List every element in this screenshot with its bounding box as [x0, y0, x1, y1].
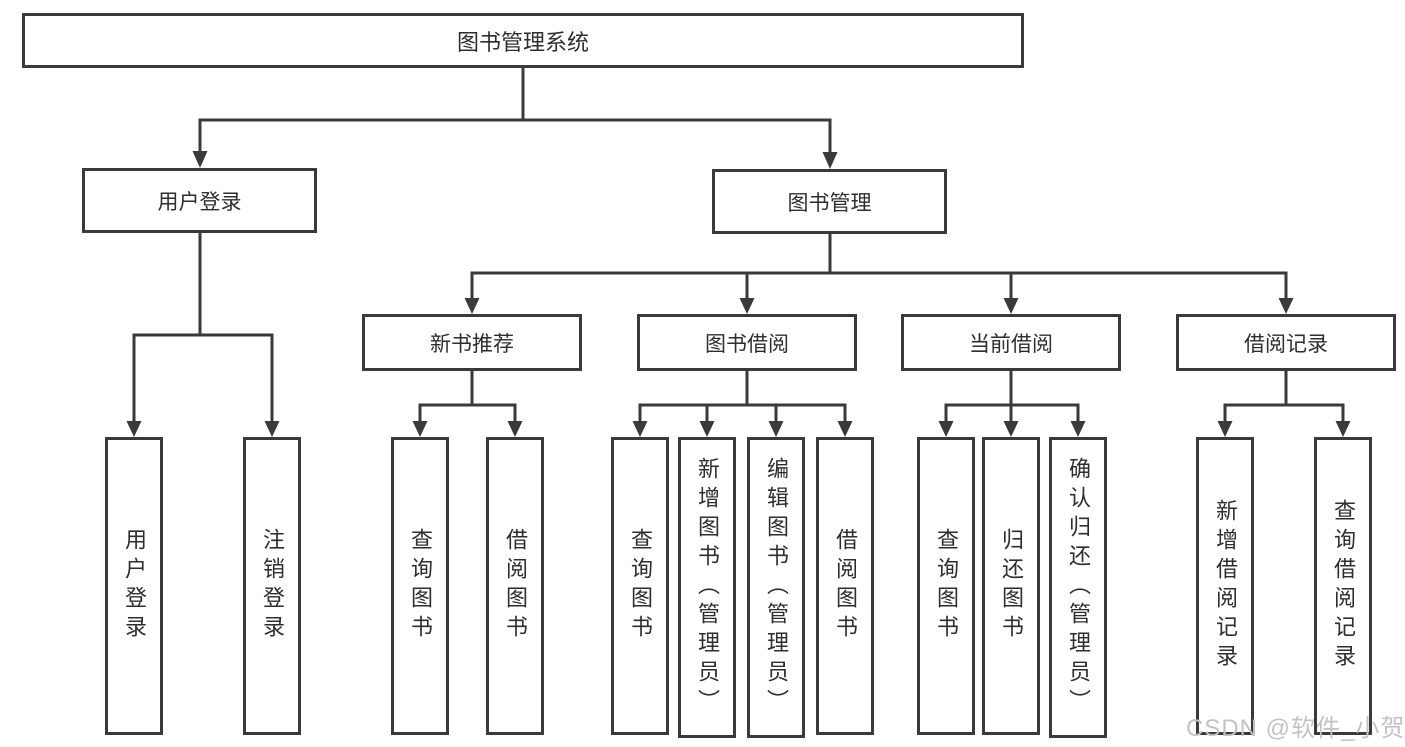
leaf-add-books-admin: 新增图书（管理员）	[678, 437, 736, 738]
node-label: 图书管理	[787, 191, 872, 215]
node-label: 图书借阅	[705, 332, 789, 356]
node-label: 编辑图书（管理员）	[764, 457, 789, 718]
node-label: 归还图书	[999, 528, 1024, 644]
leaf-borrow-books: 借阅图书	[816, 437, 874, 735]
leaf-return-books: 归还图书	[982, 437, 1040, 735]
leaf-borrow-query-books: 查询图书	[611, 437, 669, 735]
node-label: 图书管理系统	[456, 29, 589, 55]
node-new-book-recommend: 新书推荐	[362, 314, 582, 371]
node-label: 注销登录	[260, 528, 285, 644]
node-label: 查询图书	[408, 528, 433, 644]
node-label: 查询图书	[934, 528, 959, 644]
node-label: 当前借阅	[969, 332, 1053, 356]
node-label: 新增借阅记录	[1213, 499, 1238, 673]
node-book-borrowing: 图书借阅	[637, 314, 857, 371]
node-book-management: 图书管理	[712, 169, 947, 234]
leaf-edit-books-admin: 编辑图书（管理员）	[747, 437, 805, 738]
node-label: 查询借阅记录	[1331, 499, 1356, 673]
leaf-newbook-query-books: 查询图书	[391, 437, 449, 735]
node-label: 查询图书	[628, 528, 653, 644]
csdn-watermark: CSDN @软件_小贺同学	[1186, 715, 1405, 742]
node-borrowing-records: 借阅记录	[1176, 314, 1396, 371]
leaf-add-borrow-record: 新增借阅记录	[1196, 437, 1254, 735]
node-label: 新书推荐	[430, 332, 514, 356]
leaf-logout: 注销登录	[243, 437, 301, 735]
node-label: 借阅图书	[503, 528, 528, 644]
node-label: 新增图书（管理员）	[695, 457, 720, 718]
node-label: 借阅图书	[833, 528, 858, 644]
leaf-user-login: 用户登录	[105, 437, 163, 735]
node-user-login: 用户登录	[82, 168, 317, 233]
node-label: 借阅记录	[1244, 332, 1328, 356]
node-library-management-system: 图书管理系统	[22, 13, 1024, 68]
leaf-newbook-borrow-books: 借阅图书	[486, 437, 544, 735]
leaf-query-borrow-record: 查询借阅记录	[1314, 437, 1372, 735]
node-label: 确认归还（管理员）	[1066, 457, 1091, 718]
node-label: 用户登录	[157, 190, 242, 214]
leaf-confirm-return-admin: 确认归还（管理员）	[1049, 437, 1107, 738]
node-label: 用户登录	[122, 528, 147, 644]
node-current-borrowing: 当前借阅	[901, 314, 1121, 371]
leaf-current-query-books: 查询图书	[917, 437, 975, 735]
